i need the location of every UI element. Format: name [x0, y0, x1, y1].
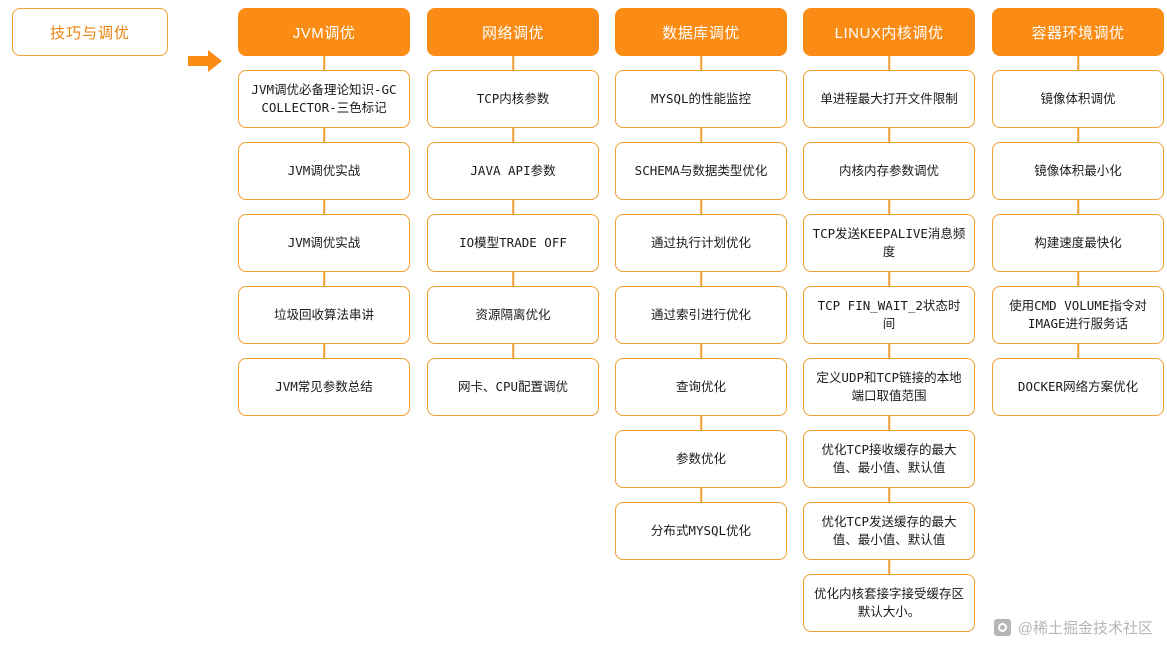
- node[interactable]: 分布式MYSQL优化: [615, 502, 787, 560]
- node-label: TCP内核参数: [476, 90, 550, 106]
- node-label: 优化内核套接字接受缓存区默认大小。: [813, 585, 964, 619]
- column-header[interactable]: 网络调优: [427, 8, 599, 56]
- node-label: JAVA API参数: [470, 162, 556, 178]
- node[interactable]: TCP发送KEEPALIVE消息频度: [803, 214, 975, 272]
- watermark: @稀土掘金技术社区: [993, 617, 1153, 638]
- node-label: 查询优化: [675, 378, 726, 394]
- node-list: JVM调优必备理论知识-GC COLLECTOR-三色标记 JVM调优实战 JVM调…: [238, 56, 410, 416]
- root-node: 技巧与调优: [12, 8, 168, 56]
- node-label: 定义UDP和TCP链接的本地端口取值范围: [816, 369, 962, 403]
- column-header[interactable]: 容器环境调优: [992, 8, 1164, 56]
- node-label: 分布式MYSQL优化: [650, 522, 752, 538]
- node-label: IO模型TRADE OFF: [459, 234, 567, 250]
- node[interactable]: 单进程最大打开文件限制: [803, 70, 975, 128]
- node[interactable]: 优化TCP发送缓存的最大值、最小值、默认值: [803, 502, 975, 560]
- node-label: JVM调优必备理论知识-GC COLLECTOR-三色标记: [251, 81, 397, 115]
- node[interactable]: 垃圾回收算法串讲: [238, 286, 410, 344]
- node[interactable]: IO模型TRADE OFF: [427, 214, 599, 272]
- node[interactable]: JVM调优实战: [238, 214, 410, 272]
- node-label: JVM常见参数总结: [275, 378, 373, 394]
- node-label: 镜像体积最小化: [1034, 162, 1122, 178]
- column-header[interactable]: LINUX内核调优: [803, 8, 975, 56]
- node-list: 单进程最大打开文件限制内核内存参数调优 TCP发送KEEPALIVE消息频度 TCP…: [803, 56, 975, 632]
- column-header[interactable]: 数据库调优: [615, 8, 787, 56]
- node-label: SCHEMA与数据类型优化: [634, 162, 768, 178]
- column-4: LINUX内核调优单进程最大打开文件限制内核内存参数调优 TCP发送KEEPALI…: [803, 8, 975, 646]
- node[interactable]: JVM调优必备理论知识-GC COLLECTOR-三色标记: [238, 70, 410, 128]
- watermark-text: @稀土掘金技术社区: [1017, 620, 1153, 637]
- node[interactable]: 查询优化: [615, 358, 787, 416]
- node[interactable]: MYSQL的性能监控: [615, 70, 787, 128]
- node-label: 通过索引进行优化: [650, 306, 751, 322]
- node-label: 内核内存参数调优: [838, 162, 939, 178]
- node-label: 单进程最大打开文件限制: [820, 90, 958, 106]
- node[interactable]: TCP FIN_WAIT_2状态时间: [803, 286, 975, 344]
- node[interactable]: 通过执行计划优化: [615, 214, 787, 272]
- column-1: JVM调优 JVM调优必备理论知识-GC COLLECTOR-三色标记 JVM调优实…: [238, 8, 410, 430]
- node-label: JVM调优实战: [287, 162, 361, 178]
- node[interactable]: DOCKER网络方案优化: [992, 358, 1164, 416]
- node[interactable]: 优化内核套接字接受缓存区默认大小。: [803, 574, 975, 632]
- node-label: 镜像体积调优: [1040, 90, 1116, 106]
- node[interactable]: 使用CMD VOLUME指令对IMAGE进行服务话: [992, 286, 1164, 344]
- node-label: JVM调优实战: [287, 234, 361, 250]
- node[interactable]: JVM调优实战: [238, 142, 410, 200]
- node-label: 通过执行计划优化: [650, 234, 751, 250]
- node[interactable]: 通过索引进行优化: [615, 286, 787, 344]
- node[interactable]: 定义UDP和TCP链接的本地端口取值范围: [803, 358, 975, 416]
- node-label: MYSQL的性能监控: [650, 90, 752, 106]
- node-label: 参数优化: [675, 450, 726, 466]
- node-label: 资源隔离优化: [475, 306, 551, 322]
- node[interactable]: 参数优化: [615, 430, 787, 488]
- column-header-label: 数据库调优: [662, 24, 740, 42]
- node-label: 构建速度最快化: [1034, 234, 1122, 250]
- node-label: TCP发送KEEPALIVE消息频度: [812, 225, 966, 259]
- node-label: TCP FIN_WAIT_2状态时间: [817, 297, 961, 331]
- node-label: 优化TCP接收缓存的最大值、最小值、默认值: [821, 441, 957, 475]
- node-label: 优化TCP发送缓存的最大值、最小值、默认值: [821, 513, 957, 547]
- column-header-label: LINUX内核调优: [834, 24, 944, 42]
- column-header-label: JVM调优: [292, 24, 356, 42]
- node-list: 镜像体积调优镜像体积最小化构建速度最快化使用CMD VOLUME指令对IMAGE…: [992, 56, 1164, 416]
- node[interactable]: 镜像体积最小化: [992, 142, 1164, 200]
- node-list: MYSQL的性能监控 SCHEMA与数据类型优化通过执行计划优化通过索引进行优化查…: [615, 56, 787, 560]
- node[interactable]: SCHEMA与数据类型优化: [615, 142, 787, 200]
- arrow-icon: [188, 50, 222, 72]
- juejin-logo-icon: [993, 619, 1011, 636]
- column-header[interactable]: JVM调优: [238, 8, 410, 56]
- node[interactable]: TCP内核参数: [427, 70, 599, 128]
- node[interactable]: 网卡、CPU配置调优: [427, 358, 599, 416]
- node[interactable]: 内核内存参数调优: [803, 142, 975, 200]
- node-label: 网卡、CPU配置调优: [457, 378, 569, 394]
- node[interactable]: 镜像体积调优: [992, 70, 1164, 128]
- column-3: 数据库调优 MYSQL的性能监控 SCHEMA与数据类型优化通过执行计划优化通过索引…: [615, 8, 787, 574]
- node-label: 垃圾回收算法串讲: [273, 306, 374, 322]
- node-label: 使用CMD VOLUME指令对IMAGE进行服务话: [1009, 297, 1147, 331]
- column-5: 容器环境调优镜像体积调优镜像体积最小化构建速度最快化使用CMD VOLUME指令…: [992, 8, 1164, 430]
- node[interactable]: JAVA API参数: [427, 142, 599, 200]
- node[interactable]: 优化TCP接收缓存的最大值、最小值、默认值: [803, 430, 975, 488]
- node-label: DOCKER网络方案优化: [1017, 378, 1139, 394]
- node-list: TCP内核参数 JAVA API参数 IO模型TRADE OFF 资源隔离优化网卡、C…: [427, 56, 599, 416]
- column-header-label: 容器环境调优: [1031, 24, 1125, 42]
- node[interactable]: 构建速度最快化: [992, 214, 1164, 272]
- node[interactable]: 资源隔离优化: [427, 286, 599, 344]
- root-node-label: 技巧与调优: [49, 24, 130, 42]
- column-header-label: 网络调优: [481, 24, 544, 42]
- column-2: 网络调优 TCP内核参数 JAVA API参数 IO模型TRADE OFF 资源隔离优化…: [427, 8, 599, 430]
- node[interactable]: JVM常见参数总结: [238, 358, 410, 416]
